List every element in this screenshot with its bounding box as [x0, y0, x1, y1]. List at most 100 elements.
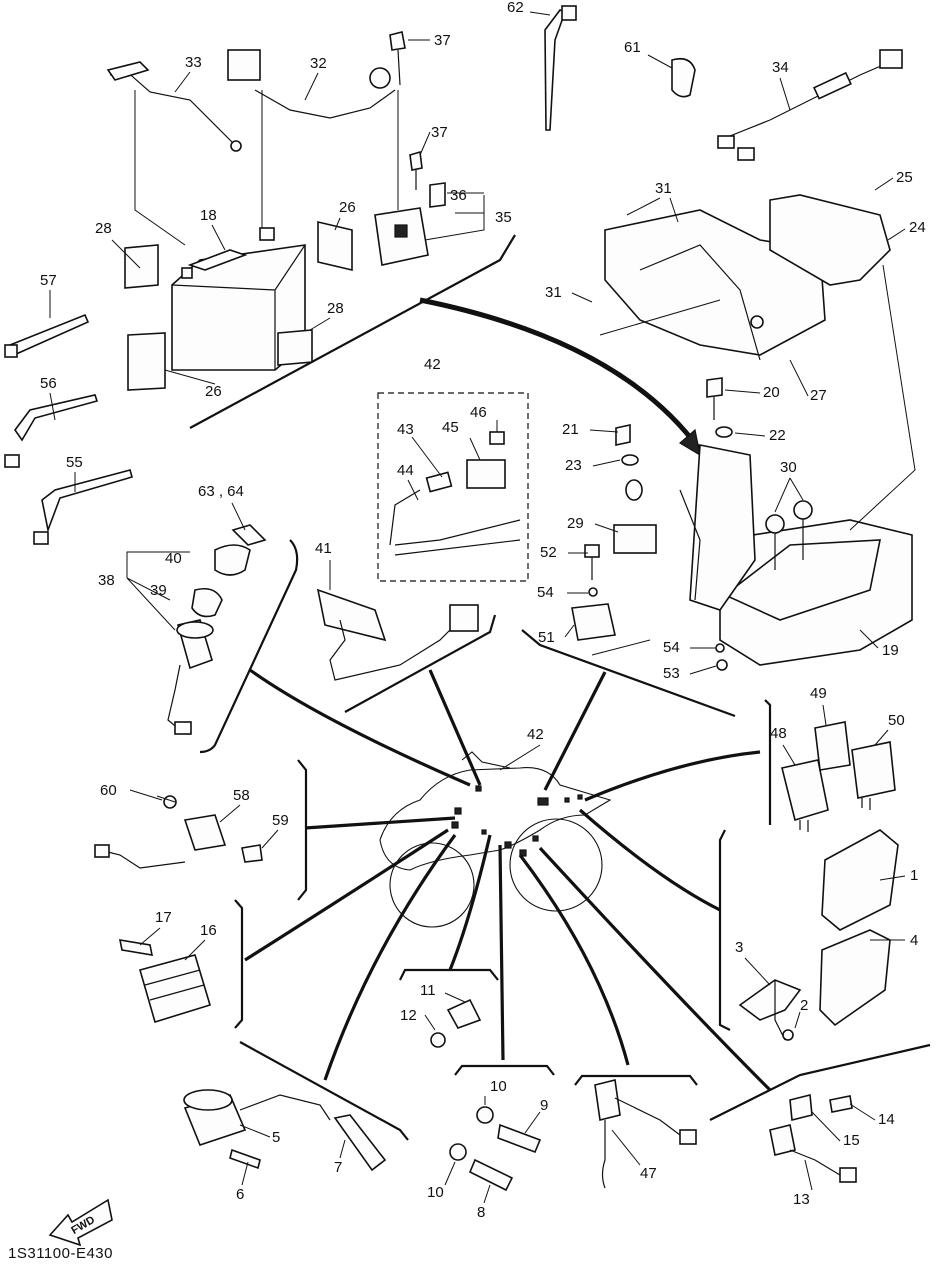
callout-44: 44: [397, 462, 414, 479]
callout-10a: 10: [490, 1078, 507, 1095]
callout-53: 53: [663, 665, 680, 682]
battery-cable: [109, 69, 236, 146]
callout-42b: 42: [527, 726, 544, 743]
sensor: [183, 814, 227, 851]
callout-43: 43: [397, 421, 414, 438]
callout-60: 60: [100, 782, 117, 799]
battery-pad: [317, 220, 353, 272]
relay: [851, 741, 896, 799]
callout-7: 7: [334, 1159, 342, 1176]
callout-62: 62: [507, 0, 524, 16]
meter: [316, 588, 387, 642]
ecu-bracket: [819, 929, 891, 1027]
fuse-box-group: [389, 420, 521, 556]
leader-lines: [49, 11, 906, 1204]
callout-3: 3: [735, 939, 743, 956]
callout-45: 45: [442, 419, 459, 436]
callout-42a: 42: [424, 356, 441, 373]
callout-41: 41: [315, 540, 332, 557]
callout-9: 9: [540, 1097, 548, 1114]
callout-23: 23: [565, 457, 582, 474]
callout-26b: 26: [205, 383, 222, 400]
ignition-coil-group: [183, 1089, 387, 1172]
callout-2: 2: [800, 997, 808, 1014]
callout-37b: 37: [431, 124, 448, 141]
callout-47: 47: [640, 1165, 657, 1182]
callout-20: 20: [763, 384, 780, 401]
callout-46: 46: [470, 404, 487, 421]
motorcycle-outline: [379, 751, 612, 928]
diagram-code: 1S31100-E430: [8, 1245, 113, 1262]
callout-39: 39: [150, 582, 167, 599]
battery-box-group: [571, 194, 916, 671]
callout-54b: 54: [663, 639, 680, 656]
callout-11: 11: [420, 982, 436, 999]
callout-5: 5: [272, 1129, 280, 1146]
callout-17: 17: [155, 909, 172, 926]
sensor: [497, 1123, 542, 1154]
callout-30: 30: [780, 459, 797, 476]
callout-36: 36: [450, 187, 467, 204]
callout-13: 13: [793, 1191, 810, 1208]
callout-28a: 28: [95, 220, 112, 237]
group-brackets: [189, 234, 931, 1141]
callout-63-64: 63 , 64: [198, 483, 244, 500]
callout-21: 21: [562, 421, 579, 438]
fwd-arrow: FWD: [48, 1198, 113, 1247]
speed-sensor-group: [769, 1093, 857, 1183]
rubber-pad: [613, 524, 657, 554]
callout-35: 35: [495, 209, 512, 226]
callout-49: 49: [810, 685, 827, 702]
battery-pad: [124, 244, 159, 289]
cable-tie: [41, 469, 133, 533]
callout-38: 38: [98, 572, 115, 589]
callout-52: 52: [540, 544, 557, 561]
callout-18: 18: [200, 207, 217, 224]
sub-wire-harness: [719, 61, 891, 141]
sensor: [446, 998, 482, 1029]
fuse-box: [466, 459, 506, 489]
callout-4: 4: [910, 932, 918, 949]
callout-1: 1: [910, 867, 918, 884]
battery-group: [106, 31, 485, 391]
relay: [781, 759, 829, 822]
callout-50: 50: [888, 712, 905, 729]
callout-6: 6: [236, 1186, 244, 1203]
callout-31a: 31: [655, 180, 672, 197]
sensor: [468, 1158, 514, 1192]
callout-59: 59: [272, 812, 289, 829]
battery-pad: [127, 332, 166, 391]
ecu-group: [738, 829, 899, 1041]
cable-tie: [544, 9, 567, 131]
callout-16: 16: [200, 922, 217, 939]
rectifier-regulator: [139, 954, 211, 1024]
sensor-group: [94, 795, 263, 869]
bracket-upper: [769, 194, 891, 286]
callout-54a: 54: [537, 584, 554, 601]
main-switch-group: [126, 524, 267, 735]
callout-labels: 1 2 3 4 5 6 7 8 9 10 10 11 12 13 14 15 1…: [40, 0, 926, 1221]
bracket: [738, 979, 802, 1021]
ecu: [821, 829, 899, 931]
relays-group: [781, 721, 896, 832]
switch: [594, 1079, 621, 1121]
callout-56: 56: [40, 375, 57, 392]
callout-27: 27: [810, 387, 827, 404]
callout-8: 8: [477, 1204, 485, 1221]
meter-group: [316, 588, 479, 681]
callout-29: 29: [567, 515, 584, 532]
callout-22: 22: [769, 427, 786, 444]
callout-15: 15: [843, 1132, 860, 1149]
callout-48: 48: [770, 725, 787, 742]
top-parts: [544, 5, 903, 161]
sidestand-switch-group: [594, 1079, 697, 1189]
callout-57: 57: [40, 272, 57, 289]
callout-10b: 10: [427, 1184, 444, 1201]
callout-34: 34: [772, 59, 789, 76]
callout-61: 61: [624, 39, 641, 56]
battery-cable: [254, 89, 396, 119]
clip: [671, 57, 696, 98]
callout-19: 19: [882, 642, 899, 659]
callout-31b: 31: [545, 284, 562, 301]
